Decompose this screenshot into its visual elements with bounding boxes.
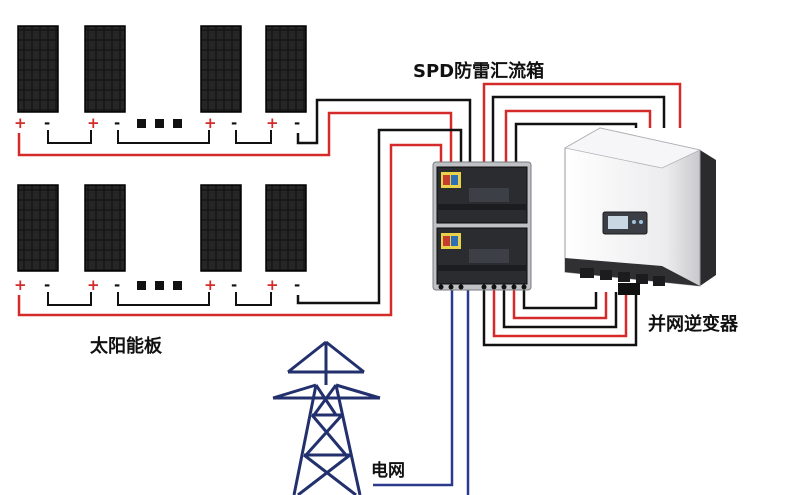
grid-wires [373, 289, 470, 495]
minus-sign: - [231, 114, 237, 132]
solar-panel [265, 184, 307, 272]
spd-box-label: SPD防雷汇流箱 [413, 60, 544, 82]
string-output-wires [17, 98, 472, 317]
minus-sign: - [294, 276, 300, 294]
solar-panel [84, 25, 126, 113]
minus-sign: - [44, 114, 50, 132]
solar-panel [17, 184, 59, 272]
minus-sign: - [44, 276, 50, 294]
solar-panel-row-2 [17, 184, 307, 272]
plus-sign: + [14, 276, 27, 294]
solar-panel [200, 184, 242, 272]
solar-panel [200, 25, 242, 113]
terminal-signs: + - + - + - + - + - + - + - + - [14, 114, 300, 294]
grid-inverter-label: 并网逆变器 [648, 313, 739, 335]
grid-tie-inverter [563, 127, 716, 295]
plus-sign: + [14, 114, 27, 132]
solar-panels-label: 太阳能板 [90, 335, 163, 357]
plus-sign: + [87, 114, 100, 132]
plus-sign: + [266, 114, 279, 132]
minus-sign: - [114, 114, 120, 132]
spd-combiner-box [432, 161, 532, 291]
plus-sign: + [87, 276, 100, 294]
plus-sign: + [266, 276, 279, 294]
solar-panel [265, 25, 307, 113]
power-grid-label: 电网 [371, 460, 405, 481]
solar-panel-row-1 [17, 25, 307, 113]
transmission-tower-icon [272, 340, 381, 495]
solar-panel [84, 184, 126, 272]
inverter-dc-wires [482, 82, 682, 163]
solar-panel [17, 25, 59, 113]
minus-sign: - [114, 276, 120, 294]
plus-sign: + [204, 114, 217, 132]
inverter-lower-wires [482, 289, 638, 347]
ellipsis-dots [137, 119, 182, 290]
string-links [47, 130, 272, 306]
minus-sign: - [231, 276, 237, 294]
minus-sign: - [294, 114, 300, 132]
plus-sign: + [204, 276, 217, 294]
